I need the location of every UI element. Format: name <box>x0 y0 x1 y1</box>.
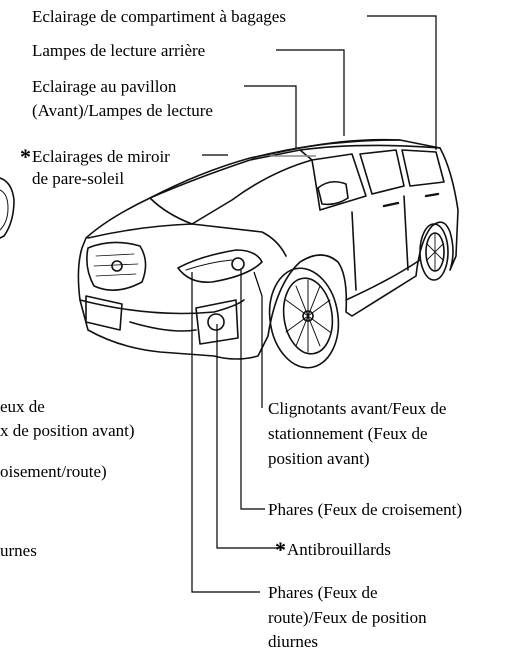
headlight-lens <box>231 257 245 271</box>
leader-overhead <box>244 85 297 148</box>
fog-lamp <box>207 313 225 331</box>
callout-overhead-light-line2: (Avant)/Lampes de lecture <box>32 101 213 120</box>
callout-turn-signals-line3: position avant) <box>268 449 370 468</box>
cutoff-label-2: x de position avant) <box>0 421 135 440</box>
cutoff-label-1: eux de <box>0 397 45 416</box>
front-tire <box>268 267 340 369</box>
callout-vanity-mirror-line2: de pare-soleil <box>32 169 125 188</box>
leader-low-beam <box>240 270 265 510</box>
front-spokes <box>285 279 331 353</box>
side-sill <box>345 259 421 301</box>
callout-overhead-light-line1: Eclairage au pavillon <box>32 77 177 96</box>
headlight <box>177 249 263 284</box>
bumper <box>79 299 245 315</box>
callout-high-beam-line3: diurnes <box>268 632 319 651</box>
leader-fog <box>216 324 284 549</box>
option-asterisk: * <box>20 144 31 169</box>
leader-high-beam <box>191 272 260 593</box>
callout-vanity-mirror-line1: *Eclairages de miroir <box>20 142 170 169</box>
lower-intake <box>129 321 197 332</box>
windshield <box>149 149 313 225</box>
side-window-front <box>311 153 367 211</box>
license-plate <box>85 295 123 331</box>
front-rim <box>282 277 334 355</box>
front-hub <box>302 310 314 322</box>
leader-turn-signals <box>253 271 263 408</box>
leader-lines <box>191 15 437 593</box>
rear-tire <box>419 223 449 281</box>
callout-fog-lamps: *Antibrouillards <box>275 535 391 562</box>
door-line-front <box>351 211 357 291</box>
callout-fog-text: Antibrouillards <box>287 540 391 559</box>
leader-rear-reading <box>276 49 345 136</box>
hood-line <box>87 223 287 257</box>
door-handle-front <box>382 201 400 208</box>
callout-turn-signals-line2: stationnement (Feux de <box>268 424 428 443</box>
side-window-rear <box>401 149 445 187</box>
rear-spokes <box>426 233 444 271</box>
callout-vanity-text: Eclairages de miroir <box>32 147 170 166</box>
fog-lamp-bezel <box>195 299 239 345</box>
callout-high-beam-line2: route)/Feux de position <box>268 608 427 627</box>
callout-turn-signals-line1: Clignotants avant/Feux de <box>268 399 447 418</box>
door-line-rear <box>403 195 409 271</box>
cutoff-label-4: urnes <box>0 541 37 560</box>
side-window-middle <box>359 149 405 195</box>
callout-rear-reading-lamps: Lampes de lecture arrière <box>32 41 206 60</box>
callout-low-beam: Phares (Feux de croisement) <box>268 500 463 519</box>
headlight-inner <box>185 259 233 271</box>
cutoff-label-3: oisement/route) <box>0 462 107 481</box>
grille-mesh <box>93 253 139 277</box>
mirror-fragment-inner <box>0 189 9 231</box>
callout-high-beam-line1: Phares (Feux de <box>268 583 378 602</box>
brand-emblem <box>111 260 123 272</box>
roof-rail <box>251 139 401 159</box>
grille <box>86 241 147 291</box>
mirror-fragment-outline <box>0 177 15 239</box>
option-asterisk: * <box>275 537 286 562</box>
roof-rail-rear <box>299 144 441 151</box>
rear-rim <box>425 232 445 272</box>
side-mirror <box>317 180 349 206</box>
callout-trunk-light: Eclairage de compartiment à bagages <box>32 7 286 26</box>
door-handle-rear <box>424 192 440 198</box>
leader-trunk <box>367 15 437 150</box>
